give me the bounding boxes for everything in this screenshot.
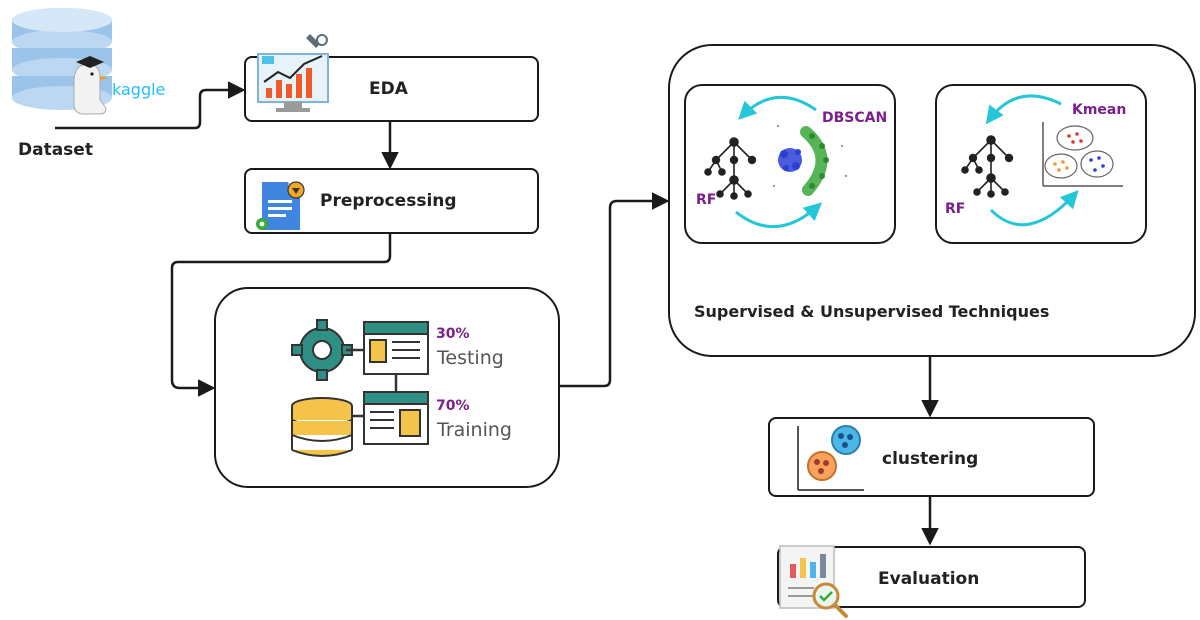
evaluation-report-icon [779, 545, 848, 618]
arrow-dataset-to-eda [55, 81, 246, 130]
document-gear-icon [256, 181, 305, 230]
arrow-split-to-techniques [560, 192, 670, 388]
preprocessing-label: Preprocessing [320, 191, 457, 211]
training-percent: 70% [436, 398, 470, 414]
cycle-arrow-top [738, 96, 817, 120]
clustering-icon [797, 425, 864, 491]
rf-kmean-cycle-diagram [961, 94, 1123, 227]
split-box[interactable] [214, 287, 560, 488]
training-label: Training [437, 419, 512, 441]
dbscan-label: DBSCAN [822, 110, 888, 126]
cycle-arrow-bottom [989, 190, 1079, 227]
testing-label: Testing [437, 347, 504, 369]
cycle-arrow-top [985, 94, 1062, 125]
kmean-label: Kmean [1072, 102, 1127, 118]
data-split-icon [291, 319, 429, 457]
clustering-label: clustering [882, 449, 979, 469]
rf-label-right: RF [945, 201, 966, 217]
techniques-title: Supervised & Unsupervised Techniques [694, 302, 1050, 321]
kaggle-logo-text: kaggle [112, 80, 166, 99]
rf-dbscan-cycle-diagram [704, 96, 848, 228]
cycle-arrow-bottom [735, 202, 823, 228]
rf-label-left: RF [696, 192, 717, 208]
dataset-label: Dataset [18, 140, 93, 160]
database-icon [12, 8, 112, 115]
arrow-preprocessing-to-split [170, 234, 392, 397]
eda-chart-icon [257, 34, 329, 112]
eda-label: EDA [369, 79, 408, 99]
evaluation-label: Evaluation [878, 569, 980, 589]
testing-percent: 30% [436, 326, 470, 342]
